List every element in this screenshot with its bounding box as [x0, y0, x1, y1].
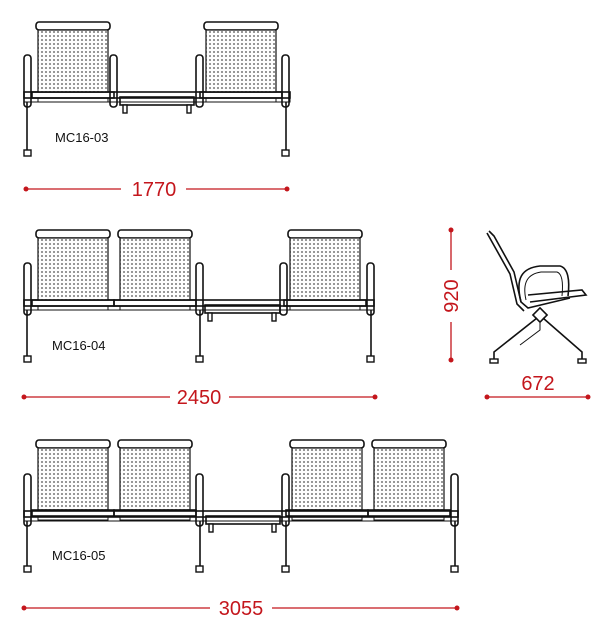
chair-side-view: [486, 230, 588, 364]
table-top: [205, 515, 281, 525]
width-label: 2450: [177, 387, 222, 409]
dimension-height-920: 920: [441, 227, 463, 363]
bench-mc16-04: MC16-04: [23, 229, 375, 363]
bench-mc16-05: MC16-05: [23, 439, 459, 573]
dimension-width-2450: 2450: [21, 387, 378, 409]
dimension-width-3055: 3055: [21, 598, 460, 620]
bench-mc16-03: MC16-03: [23, 21, 291, 157]
width-label: 1770: [132, 179, 177, 201]
height-label: 920: [441, 279, 463, 312]
table-top: [119, 96, 195, 106]
depth-label: 672: [521, 373, 554, 395]
width-label: 3055: [219, 598, 264, 620]
model-label: MC16-05: [52, 548, 105, 563]
dimension-depth-672: 672: [484, 373, 591, 400]
model-label: MC16-03: [55, 130, 108, 145]
table-top: [204, 304, 281, 314]
model-label: MC16-04: [52, 338, 105, 353]
dimension-width-1770: 1770: [23, 179, 290, 201]
